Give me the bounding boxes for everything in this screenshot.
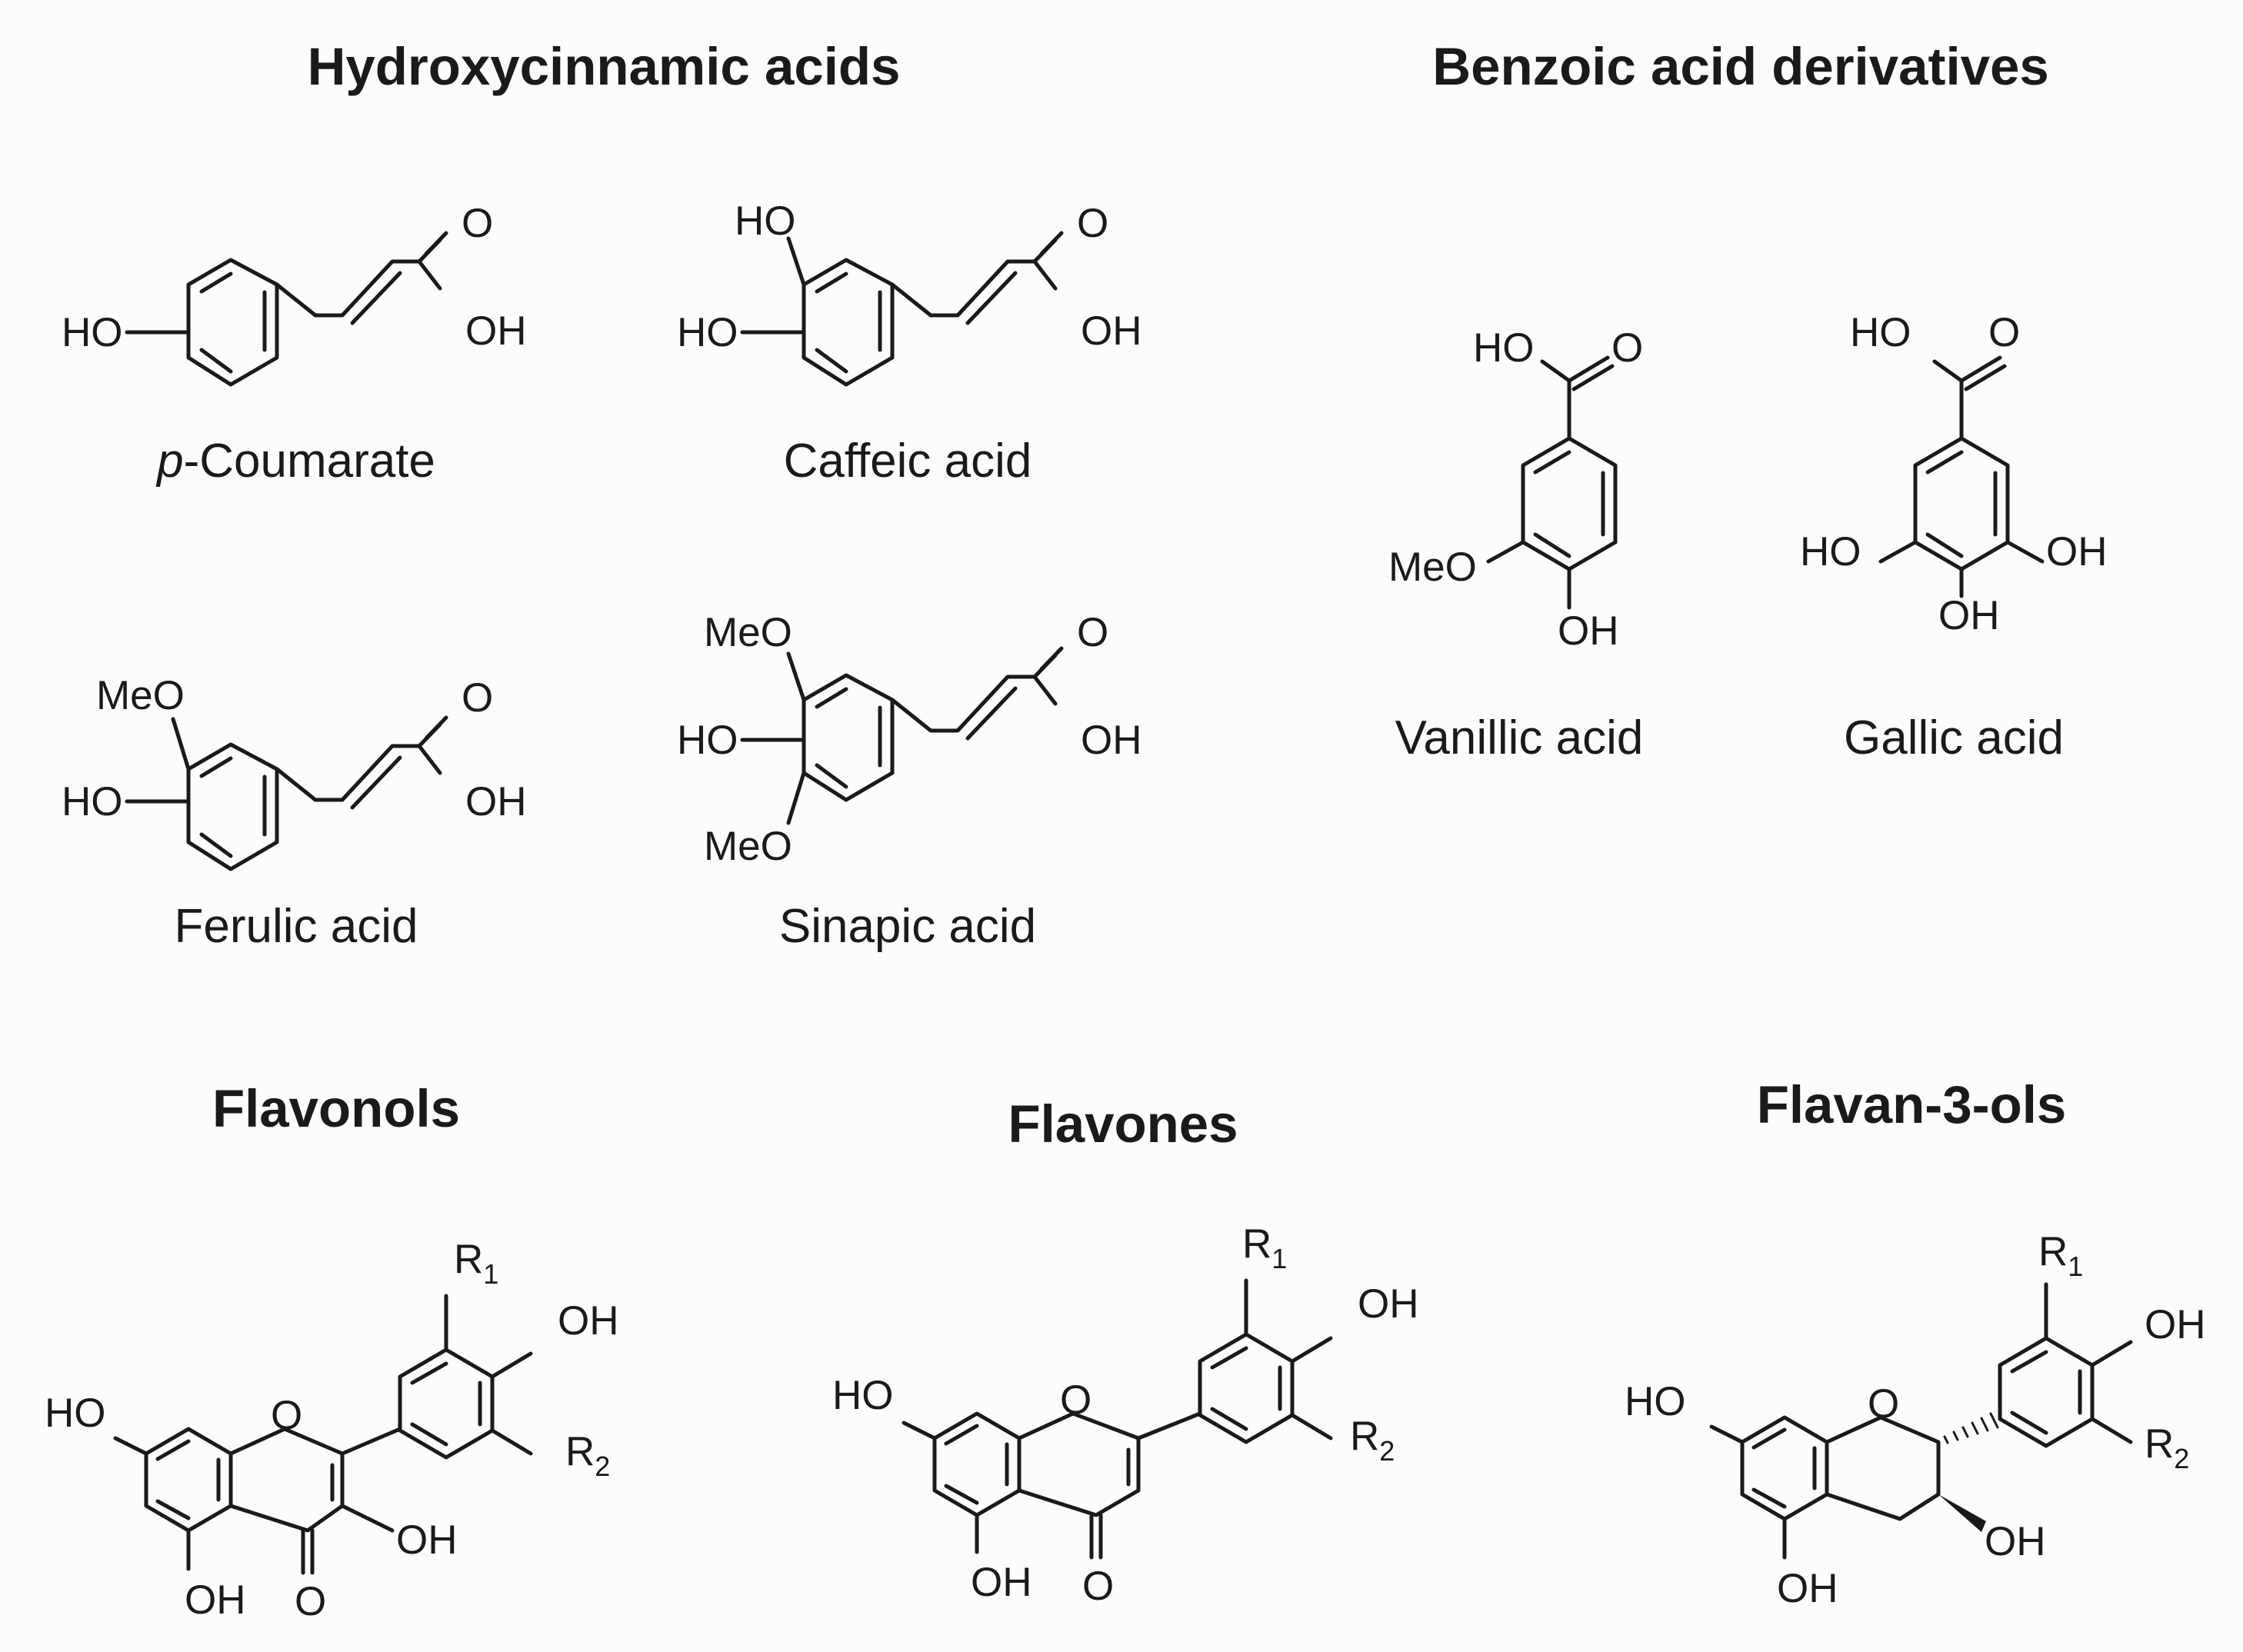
atom-o: O [1611, 325, 1643, 371]
atom-oh: OH [1081, 308, 1142, 354]
atom-oh: OH [1938, 593, 2000, 638]
flavonol-structure: HO O OH O OH OH R1 R2 [45, 1237, 619, 1624]
atom-ho: HO [62, 310, 123, 355]
p-coumarate-structure: HO O OH [62, 201, 527, 387]
atom-ho: HO [45, 1391, 106, 1436]
atom-ho: HO [1473, 325, 1535, 371]
atom-oh: OH [1358, 1281, 1419, 1327]
r-label: R [2145, 1421, 2174, 1467]
r-label: R [454, 1237, 483, 1282]
atom-r2: R2 [565, 1429, 610, 1482]
subscript-1: 1 [483, 1258, 498, 1290]
label-p-coumarate: p-Coumarate [155, 435, 435, 488]
atom-oh: OH [465, 779, 527, 824]
atom-ho: HO [735, 198, 796, 244]
atom-meo: MeO [704, 610, 792, 655]
atom-o: O [1988, 310, 2020, 355]
atom-oh: OH [558, 1298, 619, 1344]
ferulic-acid-structure: HO MeO O OH [62, 673, 527, 871]
atom-ho: HO [1625, 1379, 1686, 1424]
subscript-1: 1 [2068, 1251, 2083, 1282]
atom-meo: MeO [704, 824, 792, 869]
subscript-1: 1 [1271, 1243, 1287, 1274]
atom-o: O [1077, 201, 1108, 246]
heading-flavones: Flavones [1008, 1094, 1238, 1154]
subscript-2: 2 [595, 1450, 610, 1482]
atom-o: O [462, 675, 493, 721]
r-label: R [565, 1429, 595, 1474]
atom-o: O [1060, 1377, 1092, 1423]
wedge-bond [1938, 1494, 1986, 1532]
label-gallic-acid: Gallic acid [1844, 711, 2064, 764]
atom-o: O [1082, 1564, 1114, 1609]
heading-benzoic-acid-derivatives: Benzoic acid derivatives [1432, 37, 2049, 96]
atom-o: O [1868, 1381, 1899, 1427]
atom-r2: R2 [2145, 1421, 2189, 1474]
atom-oh: OH [1558, 608, 1619, 654]
atom-oh: OH [1777, 1566, 1838, 1611]
atom-oh: OH [185, 1577, 246, 1623]
r-label: R [2038, 1229, 2068, 1274]
label-ferulic-acid: Ferulic acid [175, 900, 418, 953]
atom-oh: OH [2046, 529, 2108, 575]
atom-ho: HO [677, 310, 738, 355]
atom-o: O [295, 1579, 326, 1624]
label-caffeic-acid: Caffeic acid [784, 435, 1032, 488]
heading-flavan-3-ols: Flavan-3-ols [1757, 1075, 2067, 1134]
caffeic-acid-structure: HO HO O OH [677, 198, 1142, 387]
atom-o: O [271, 1393, 302, 1438]
atom-o: O [462, 201, 493, 246]
subscript-2: 2 [2174, 1443, 2189, 1474]
gallic-acid-structure: HO O HO OH OH [1800, 310, 2108, 638]
atom-oh: OH [1985, 1519, 2046, 1564]
atom-oh: OH [971, 1560, 1032, 1605]
atom-ho: HO [832, 1373, 894, 1418]
atom-r2: R2 [1350, 1414, 1395, 1467]
flavan-3-ol-structure: HO O OH OH OH R1 R2 [1625, 1229, 2206, 1611]
atom-ho: HO [677, 718, 738, 763]
atom-oh: OH [1081, 718, 1142, 763]
atom-ho: HO [1850, 310, 1911, 355]
label-sinapic-acid: Sinapic acid [779, 900, 1036, 953]
sinapic-acid-structure: HO MeO MeO O OH [677, 610, 1142, 869]
label-vanillic-acid: Vanillic acid [1395, 711, 1644, 764]
atom-meo: MeO [96, 673, 185, 718]
atom-oh: OH [2145, 1302, 2206, 1347]
atom-r1: R1 [454, 1237, 498, 1290]
heading-hydroxycinnamic-acids: Hydroxycinnamic acids [308, 37, 901, 96]
atom-oh: OH [396, 1517, 458, 1563]
vanillic-acid-structure: HO O MeO OH [1388, 325, 1643, 654]
atom-ho: HO [1800, 529, 1861, 575]
heading-flavonols: Flavonols [212, 1079, 460, 1138]
subscript-2: 2 [1379, 1435, 1395, 1467]
atom-o: O [1077, 610, 1108, 655]
r-label: R [1350, 1414, 1379, 1459]
atom-oh: OH [465, 308, 527, 354]
atom-r1: R1 [2038, 1229, 2083, 1282]
atom-ho: HO [62, 779, 123, 824]
flavone-structure: HO O O OH OH R1 R2 [832, 1221, 1419, 1609]
r-label: R [1242, 1221, 1271, 1267]
coumarate-name: -Coumarate [184, 435, 435, 488]
atom-meo: MeO [1388, 545, 1477, 590]
atom-r1: R1 [1242, 1221, 1287, 1274]
p-prefix: p [155, 435, 183, 488]
